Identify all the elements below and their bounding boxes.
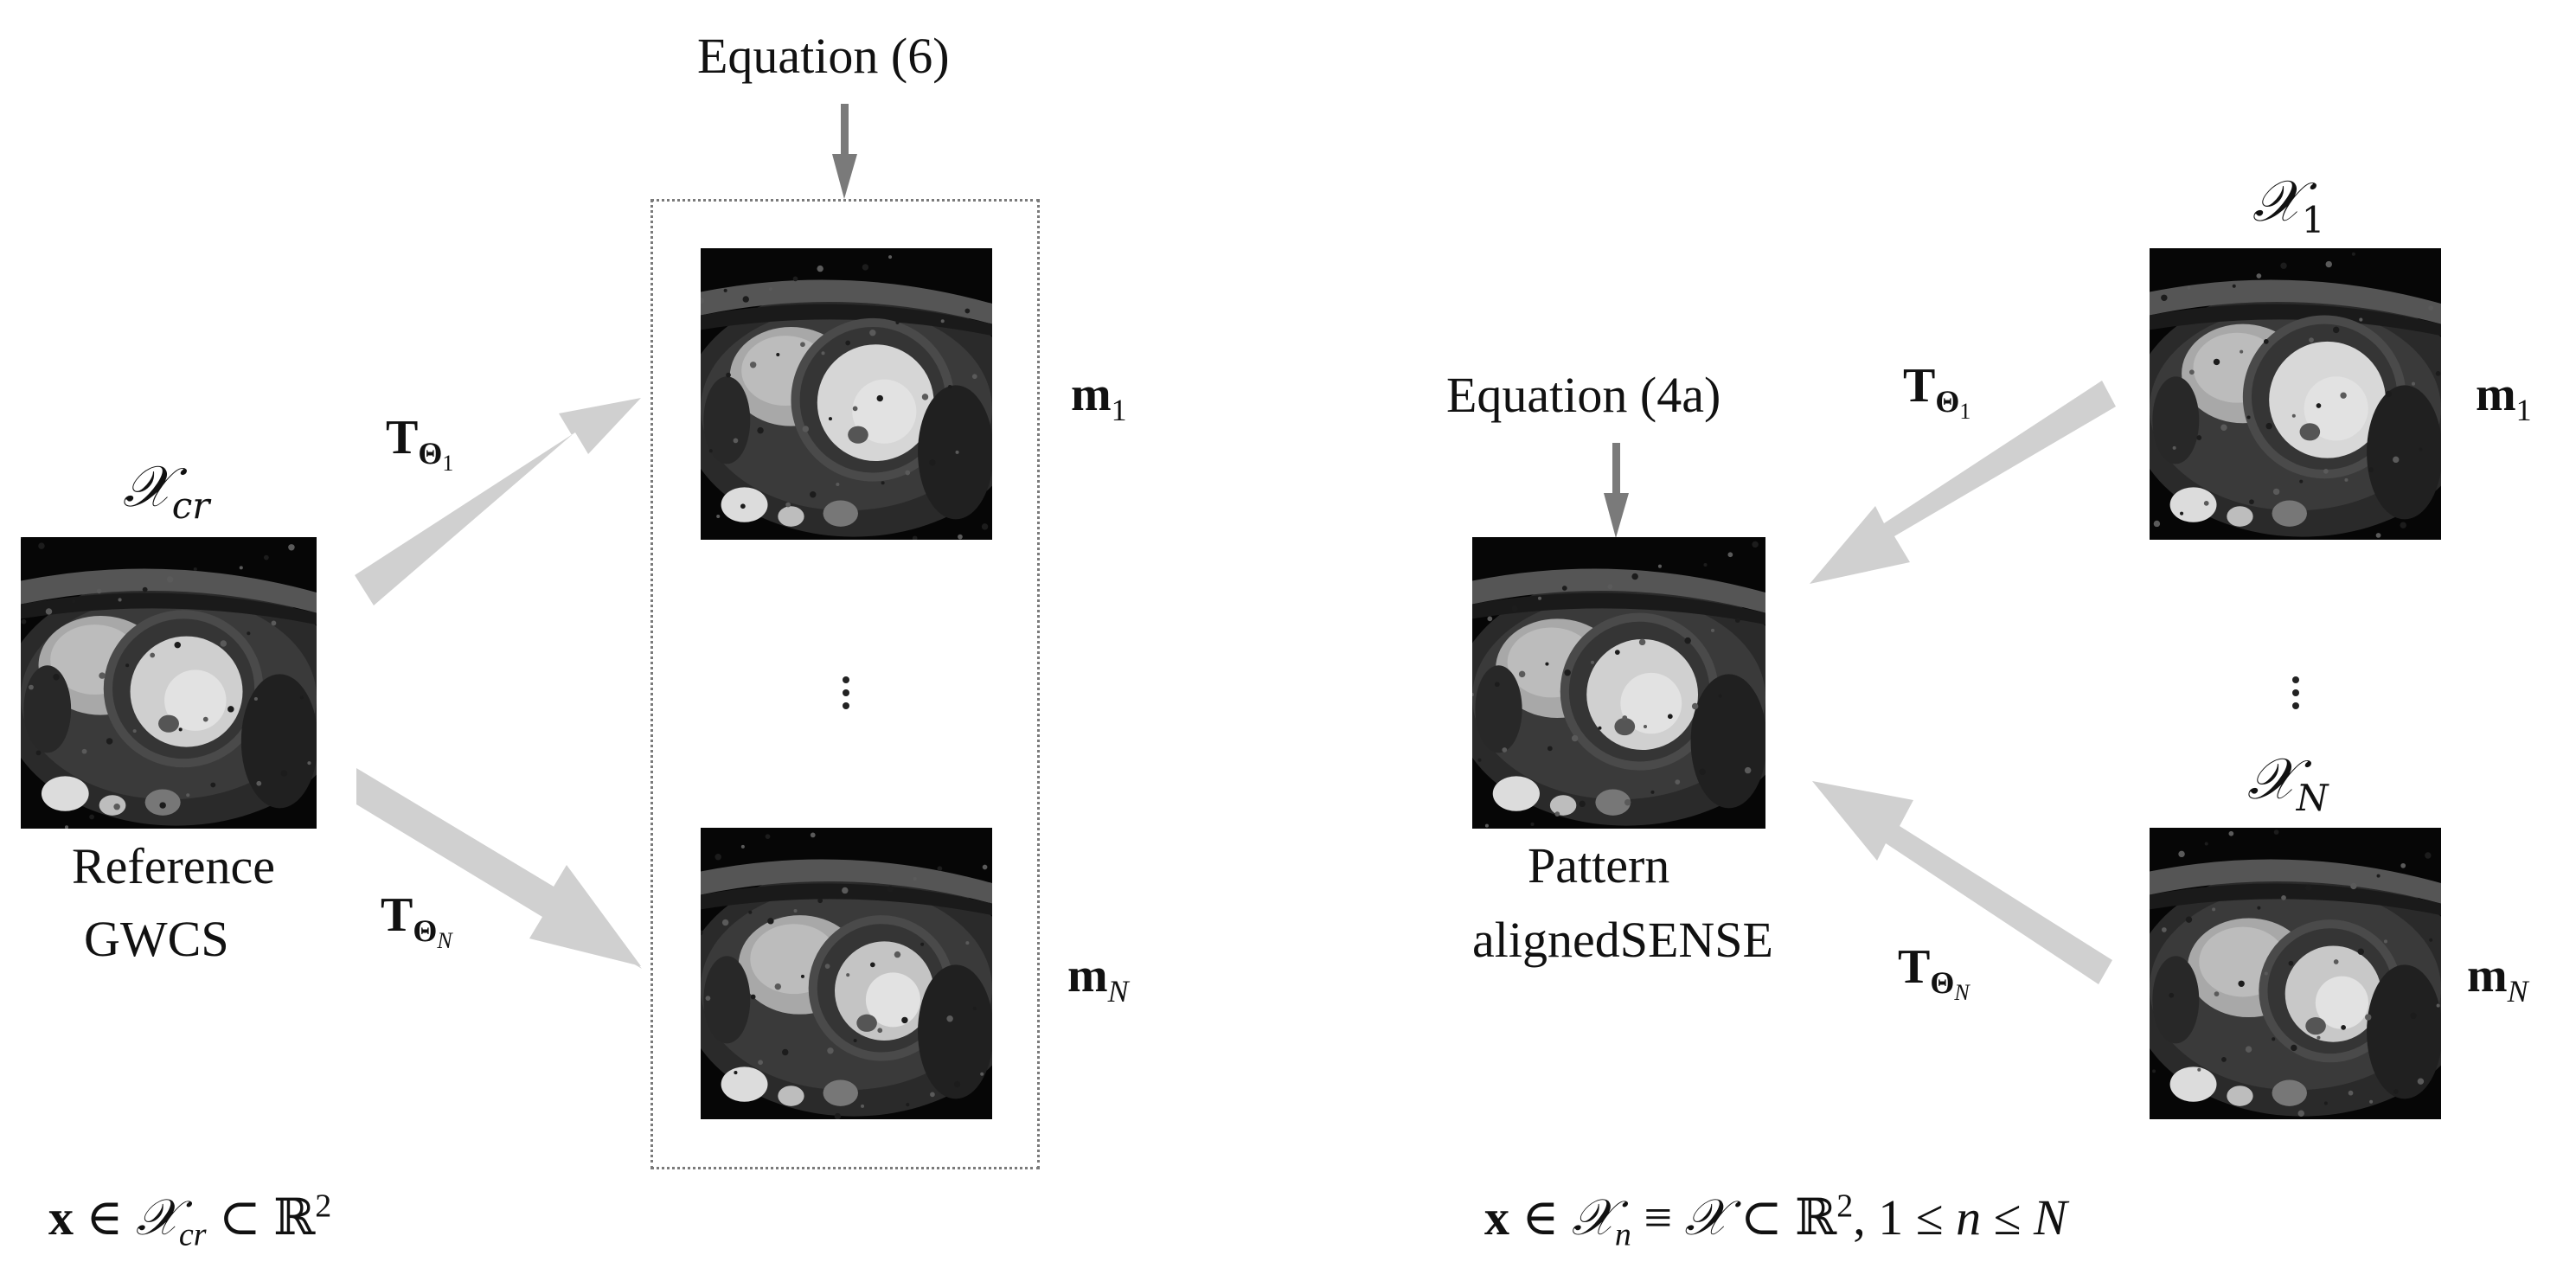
transform-top-label-left: TΘ1 — [386, 411, 453, 475]
equation6-label: Equation (6) — [697, 28, 950, 84]
output-index: 1 — [1111, 393, 1127, 428]
transform-bottom-label-left: TΘN — [381, 888, 452, 952]
output-label-m1: m1 — [1071, 368, 1127, 426]
input-set-subscript: N — [2296, 777, 2329, 820]
input-set-symbol: 𝒳 — [2247, 746, 2297, 812]
input-set-label-top: 𝒳1 — [2252, 173, 2325, 239]
equation4a-label: Equation (4a) — [1446, 367, 1721, 423]
formula-power: 2 — [315, 1188, 332, 1225]
arrow-equation4a — [1604, 443, 1629, 538]
formula-x: x — [1484, 1189, 1509, 1246]
cardiac-mri-image — [1472, 537, 1765, 829]
transform-symbol: T — [386, 411, 419, 464]
reference-image — [21, 537, 317, 829]
transform-top-label-right: TΘ1 — [1903, 359, 1970, 423]
transform-index: 1 — [442, 451, 454, 477]
formula-n: n — [1956, 1189, 1982, 1246]
transform-index: 1 — [1959, 399, 1971, 425]
input-symbol: m — [2467, 949, 2508, 1002]
left-domain-formula: x ∈ 𝒳cr ⊂ ℝ2 — [48, 1189, 331, 1252]
cardiac-mri-image — [701, 248, 992, 540]
reference-caption-line2: GWCS — [84, 911, 229, 967]
input-label-m1: m1 — [2476, 368, 2532, 426]
formula-rest: , 1 ≤ — [1853, 1189, 1957, 1246]
formula-in: ∈ — [86, 1189, 124, 1246]
formula-x: x — [48, 1189, 74, 1246]
result-caption-line2: alignedSENSE — [1472, 912, 1773, 968]
reference-set-subscript: cr — [171, 484, 210, 528]
reference-caption-line1: Reference — [72, 838, 276, 894]
transform-index: N — [1954, 980, 1970, 1006]
input-image-m1 — [2150, 248, 2441, 540]
transform-bottom-label-right: TΘN — [1898, 940, 1970, 1004]
formula-power: 2 — [1836, 1188, 1854, 1225]
formula-set-sub: cr — [178, 1216, 207, 1253]
cardiac-mri-image — [2150, 828, 2441, 1119]
formula-subset: ⊂ — [218, 1189, 261, 1246]
result-caption-line1: Pattern — [1528, 837, 1670, 893]
formula-reals: ℝ — [1795, 1189, 1837, 1246]
cardiac-mri-image — [2150, 248, 2441, 540]
formula-set2: 𝒳 — [1684, 1188, 1728, 1246]
output-image-m1 — [701, 248, 992, 540]
arrow-equation6 — [832, 104, 857, 199]
transform-theta: Θ — [1930, 965, 1955, 1001]
formula-set: 𝒳 — [1571, 1188, 1615, 1246]
formula-N: N — [2033, 1189, 2067, 1246]
vertical-ellipsis-right — [2291, 676, 2301, 715]
output-index: N — [1107, 974, 1129, 1009]
transform-symbol: T — [381, 888, 413, 942]
input-set-subscript: 1 — [2301, 199, 2325, 242]
output-image-mN — [701, 828, 992, 1119]
formula-in: ∈ — [1522, 1189, 1560, 1246]
formula-set: 𝒳 — [135, 1188, 179, 1246]
formula-set-sub: n — [1614, 1216, 1631, 1253]
input-set-symbol: 𝒳 — [2252, 168, 2302, 234]
transform-theta: Θ — [418, 436, 443, 471]
transform-theta: Θ — [1935, 384, 1960, 420]
transform-symbol: T — [1898, 940, 1931, 994]
input-image-mN — [2150, 828, 2441, 1119]
vertical-ellipsis-left — [841, 676, 851, 715]
formula-equiv: ≡ — [1644, 1189, 1673, 1246]
input-symbol: m — [2476, 368, 2516, 421]
reference-set-symbol: 𝒳 — [123, 453, 172, 520]
cardiac-mri-image — [21, 537, 317, 829]
transform-theta: Θ — [413, 913, 438, 949]
output-symbol: m — [1071, 368, 1112, 421]
transform-symbol: T — [1903, 359, 1936, 413]
output-label-mN: mN — [1067, 949, 1129, 1007]
input-label-mN: mN — [2467, 949, 2528, 1007]
reference-set-label: 𝒳cr — [123, 458, 209, 524]
cardiac-mri-image — [701, 828, 992, 1119]
formula-subset: ⊂ — [1740, 1189, 1783, 1246]
aligned-result-image — [1472, 537, 1765, 829]
equation6-dashed-box — [650, 199, 1040, 1169]
formula-le: ≤ — [1981, 1189, 2034, 1246]
output-symbol: m — [1067, 949, 1108, 1002]
right-domain-formula: x ∈ 𝒳n ≡ 𝒳 ⊂ ℝ2, 1 ≤ n ≤ N — [1484, 1189, 2067, 1252]
formula-reals: ℝ — [273, 1189, 316, 1246]
input-set-label-bottom: 𝒳N — [2247, 751, 2329, 817]
input-index: 1 — [2515, 393, 2532, 428]
transform-index: N — [437, 928, 452, 954]
input-index: N — [2507, 974, 2528, 1009]
